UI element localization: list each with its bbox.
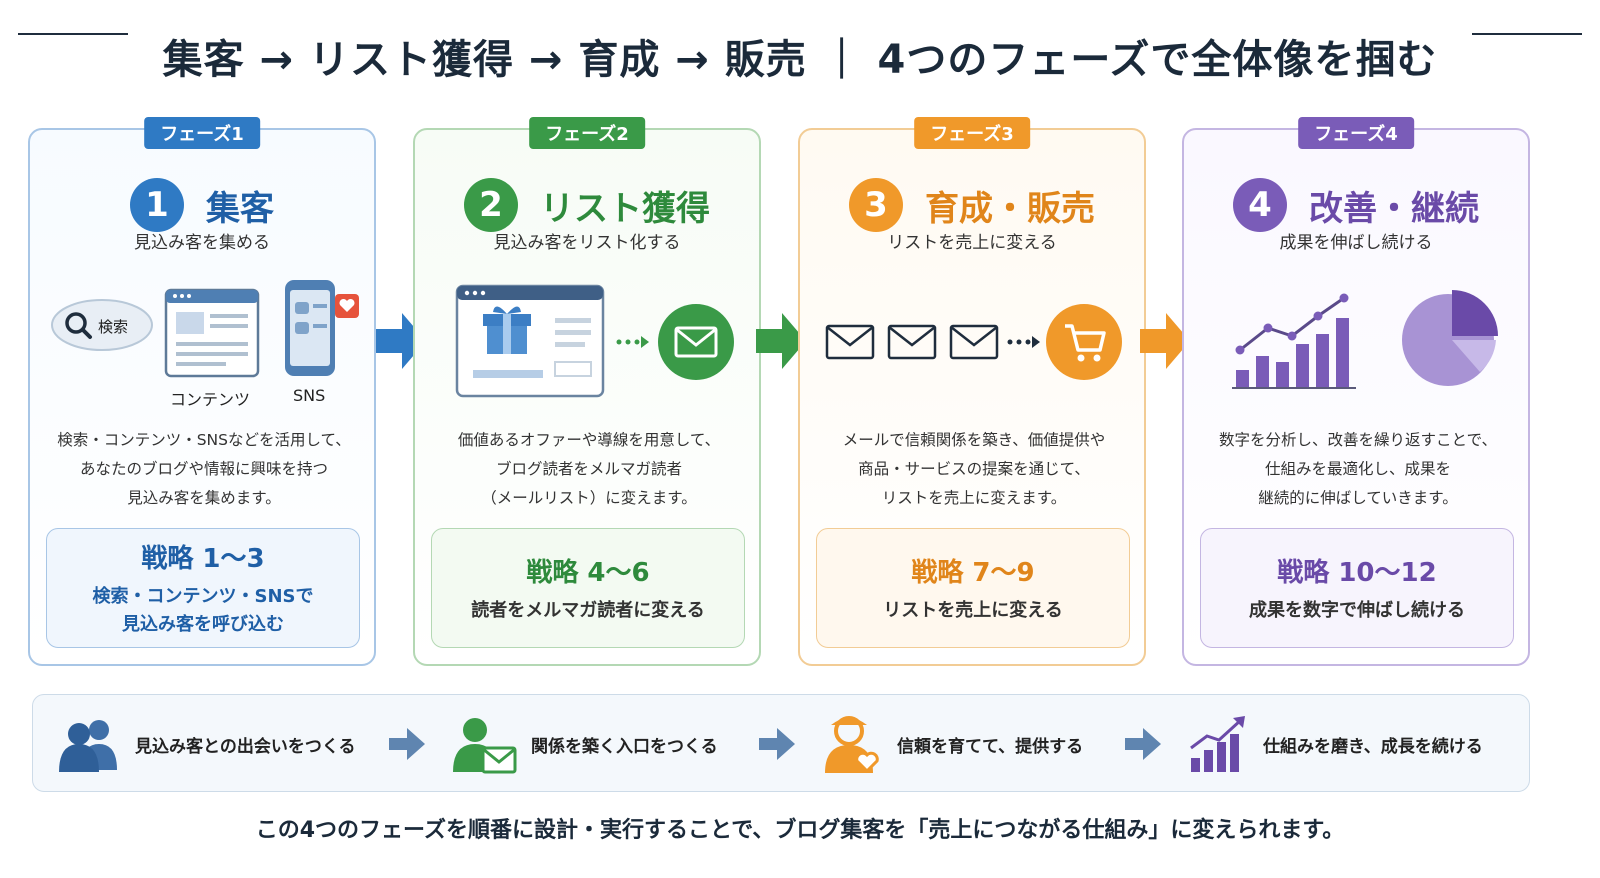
phase-head-3: 3 育成・販売 bbox=[800, 178, 1144, 232]
cart-circle-icon bbox=[1046, 304, 1122, 380]
chart-pie-illustration bbox=[1232, 290, 1498, 389]
envelope-icon bbox=[949, 324, 999, 360]
phase-description-4: 数字を分析し、改善を繰り返すことで、 仕組みを最適化し、成果を 継続的に伸ばして… bbox=[1194, 426, 1522, 513]
phase-card-1: フェーズ1 1 集客 見込み客を集める 検索 コンテンツ SNS 検索・コンテン… bbox=[28, 117, 376, 666]
summary-step-3: 信頼を育てて、提供する bbox=[823, 695, 1083, 793]
envelope-icon bbox=[825, 324, 875, 360]
phase-tab-2: フェーズ2 bbox=[529, 117, 645, 149]
summary-step-label-3: 信頼を育てて、提供する bbox=[897, 736, 1084, 757]
desc-line: 見込み客を集めます。 bbox=[127, 489, 281, 507]
desc-line: リストを売上に変えます。 bbox=[881, 489, 1067, 507]
title-rule-left bbox=[18, 33, 128, 35]
phase-subtitle-2: 見込み客をリスト化する bbox=[493, 233, 681, 253]
phase-tab-1: フェーズ1 bbox=[144, 117, 260, 149]
desc-line: 仕組みを最適化し、成果を bbox=[1264, 460, 1451, 478]
strategy-line: 検索・コンテンツ・SNSで bbox=[92, 585, 314, 607]
strategy-box-1: 戦略 1～3 検索・コンテンツ・SNSで 見込み客を呼び込む bbox=[46, 528, 360, 648]
desc-line: 検索・コンテンツ・SNSなどを活用して、 bbox=[57, 431, 351, 449]
strategy-box-4: 戦略 10～12 成果を数字で伸ばし続ける bbox=[1200, 528, 1514, 648]
phase-illustration-4 bbox=[1184, 278, 1528, 408]
bar-line-chart-icon bbox=[1232, 293, 1356, 389]
desc-line: 価値あるオファーや導線を用意して、 bbox=[457, 431, 721, 449]
pie-chart-icon bbox=[1402, 290, 1498, 386]
envelope-icon bbox=[887, 324, 937, 360]
phase-subtitle-4: 成果を伸ばし続ける bbox=[1279, 233, 1433, 253]
phase-name-4: 改善・継続 bbox=[1309, 188, 1479, 229]
strategy-box-2: 戦略 4～6 読者をメルマガ読者に変える bbox=[431, 528, 745, 648]
desc-line: ブログ読者をメルマガ読者 bbox=[495, 460, 682, 478]
summary-step-2: 関係を築く入口をつくる bbox=[451, 695, 718, 793]
phase-description-3: メールで信頼関係を築き、価値提供や 商品・サービスの提案を通じて、 リストを売上… bbox=[810, 426, 1138, 513]
phase-head-2: 2 リスト獲得 bbox=[415, 178, 759, 232]
person-mail-icon bbox=[453, 718, 517, 774]
strategy-title-3: 戦略 7～9 bbox=[911, 557, 1035, 588]
desc-line: 継続的に伸ばしていきます。 bbox=[1258, 489, 1458, 507]
summary-step-1: 見込み客との出会いをつくる bbox=[57, 695, 356, 793]
strategy-line: 見込み客を呼び込む bbox=[122, 613, 284, 635]
arrow-right-icon bbox=[389, 728, 425, 760]
phase-number-3: 3 bbox=[849, 178, 903, 232]
phase-number-2: 2 bbox=[464, 178, 518, 232]
contents-label: コンテンツ bbox=[170, 390, 251, 409]
footer-note: この4つのフェーズを順番に設計・実行することで、ブログ集客を「売上につながる仕組… bbox=[255, 818, 1345, 843]
magnifier-icon bbox=[65, 312, 87, 334]
process-summary-bar: 見込み客との出会いをつくる 関係を築く入口をつくる 信頼を育てて、提供する bbox=[32, 694, 1530, 792]
phase-tab-4: フェーズ4 bbox=[1298, 117, 1414, 149]
phase-head-4: 4 改善・継続 bbox=[1184, 178, 1528, 232]
landing-page-icon bbox=[455, 284, 605, 398]
phase-name-1: 集客 bbox=[206, 188, 274, 229]
summary-step-label-4: 仕組みを磨き、成長を続ける bbox=[1263, 736, 1483, 757]
desc-line: 数字を分析し、改善を繰り返すことで、 bbox=[1219, 431, 1497, 449]
strategy-line: 読者をメルマガ読者に変える bbox=[471, 599, 705, 621]
sns-label: SNS bbox=[293, 386, 326, 405]
title-rule-right bbox=[1472, 33, 1582, 35]
people-icon bbox=[59, 720, 117, 772]
summary-step-4: 仕組みを磨き、成長を続ける bbox=[1187, 695, 1483, 793]
mails-cart-illustration bbox=[825, 304, 1122, 380]
arrow-right-icon bbox=[756, 313, 806, 369]
phase-number-1: 1 bbox=[130, 178, 184, 232]
mail-circle-icon bbox=[658, 304, 734, 380]
phase-tab-3: フェーズ3 bbox=[914, 117, 1030, 149]
phase-subtitle-3: リストを売上に変える bbox=[887, 233, 1057, 253]
strategy-title-4: 戦略 10～12 bbox=[1277, 557, 1437, 588]
phase-card-4: フェーズ4 4 改善・継続 成果を伸ばし続ける bbox=[1182, 117, 1530, 666]
arrow-right-icon bbox=[759, 728, 795, 760]
summary-step-label-1: 見込み客との出会いをつくる bbox=[135, 736, 356, 757]
phase-illustration-2 bbox=[415, 278, 759, 408]
phase-name-3: 育成・販売 bbox=[925, 188, 1095, 229]
page-title: 集客 → リスト獲得 → 育成 → 販売 ｜ 4つのフェーズで全体像を掴む bbox=[162, 37, 1438, 83]
strategy-line: 成果を数字で伸ばし続ける bbox=[1249, 599, 1465, 621]
phase-description-2: 価値あるオファーや導線を用意して、 ブログ読者をメルマガ読者 （メールリスト）に… bbox=[425, 426, 753, 513]
desc-line: 商品・サービスの提案を通じて、 bbox=[858, 460, 1090, 478]
desc-line: あなたのブログや情報に興味を持つ bbox=[79, 460, 328, 478]
arrow-right-icon bbox=[1140, 313, 1190, 369]
strategy-title-1: 戦略 1～3 bbox=[141, 543, 265, 574]
phase-name-2: リスト獲得 bbox=[540, 188, 710, 229]
desc-line: メールで信頼関係を築き、価値提供や bbox=[842, 431, 1106, 449]
search-label: 検索 bbox=[98, 318, 129, 336]
phase-card-3: フェーズ3 3 育成・販売 リストを売上に変える メールで信 bbox=[798, 117, 1146, 666]
strategy-line: リストを売上に変える bbox=[883, 599, 1063, 621]
search-content-sns-illustration bbox=[51, 280, 359, 378]
phase-head-1: 1 集客 bbox=[30, 178, 374, 232]
growth-chart-icon bbox=[1190, 716, 1245, 772]
desc-line: （メールリスト）に変えます。 bbox=[481, 489, 697, 507]
phase-illustration-3 bbox=[800, 278, 1144, 408]
title-row: 集客 → リスト獲得 → 育成 → 販売 ｜ 4つのフェーズで全体像を掴む bbox=[0, 22, 1600, 90]
phase-subtitle-1: 見込み客を集める bbox=[134, 233, 270, 253]
strategy-box-3: 戦略 7～9 リストを売上に変える bbox=[816, 528, 1130, 648]
phase-description-1: 検索・コンテンツ・SNSなどを活用して、 あなたのブログや情報に興味を持つ 見込… bbox=[40, 426, 368, 513]
phase-number-4: 4 bbox=[1233, 178, 1287, 232]
summary-step-label-2: 関係を築く入口をつくる bbox=[531, 736, 718, 757]
offer-page-mail-illustration bbox=[455, 284, 734, 398]
strategy-title-2: 戦略 4～6 bbox=[526, 557, 650, 588]
phase-card-2: フェーズ2 2 リスト獲得 見込み客をリスト化する 価値あるオファーや導線を用意… bbox=[413, 117, 761, 666]
arrow-right-icon bbox=[1125, 728, 1161, 760]
phase-illustration-1: 検索 コンテンツ SNS bbox=[30, 278, 374, 409]
person-heart-icon bbox=[825, 716, 879, 774]
